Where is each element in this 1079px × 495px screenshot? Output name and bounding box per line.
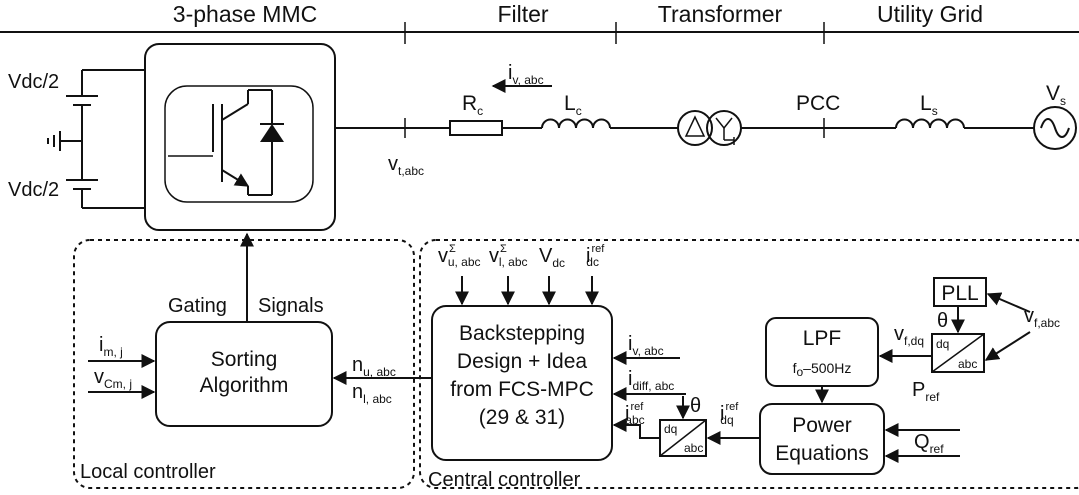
central-controller: Central controller Backstepping Design +… <box>419 239 1079 491</box>
bs-line3: from FCS-MPC <box>450 378 594 401</box>
gating-label: Gating <box>168 295 227 317</box>
nu-label: nu, abc <box>352 354 396 379</box>
transformer-delta-icon <box>677 110 713 146</box>
local-controller: Local controller Gating Signals Sorting … <box>73 232 432 489</box>
iv-label: iv, abc <box>508 62 544 87</box>
bs-line1: Backstepping <box>459 322 585 345</box>
vfabc-label: vf,abc <box>1024 305 1060 330</box>
pll-block <box>933 277 987 307</box>
power-line2: Equations <box>775 442 868 465</box>
ac-source-icon <box>1033 106 1077 150</box>
svg-text:dq: dq <box>936 337 949 351</box>
mmc-block <box>144 43 336 231</box>
lpf-block <box>765 317 879 387</box>
power-line1: Power <box>792 414 852 437</box>
ls-label: Ls <box>920 92 938 118</box>
svg-text:abc: abc <box>958 357 977 371</box>
vcm-label: vCm, j <box>94 366 132 391</box>
lpf-label: LPF <box>803 327 842 350</box>
vdc-top-label: Vdc/2 <box>8 71 59 93</box>
svg-text:abc: abc <box>684 441 703 455</box>
inductor-ls-icon <box>895 118 965 129</box>
svg-text:dq: dq <box>664 422 677 436</box>
signals-label: Signals <box>258 295 324 317</box>
idiff-label: idiff, abc <box>628 368 674 393</box>
vs-label: Vs <box>1046 82 1066 108</box>
iv-input-label: iv, abc <box>628 333 664 358</box>
bs-line2: Design + Idea <box>457 350 587 373</box>
theta-label-2: θ <box>937 310 948 332</box>
lpf-freq-label: fo–500Hz <box>793 360 852 379</box>
resistor-rc-icon <box>449 120 503 136</box>
vdc-bottom-label: Vdc/2 <box>8 179 59 201</box>
vdc-label: Vdc <box>539 245 565 270</box>
central-controller-label: Central controller <box>428 469 581 491</box>
lc-label: Lc <box>564 92 582 118</box>
header-bar: 3-phase MMC Filter Transformer Utility G… <box>0 1 1079 44</box>
nl-label: nl, abc <box>352 381 392 406</box>
header-transformer: Transformer <box>658 1 783 27</box>
header-mmc: 3-phase MMC <box>173 1 317 27</box>
pcc-label: PCC <box>796 92 840 115</box>
pll-label: PLL <box>941 282 978 305</box>
backstepping-block <box>431 305 613 461</box>
sorting-line2: Algorithm <box>200 374 289 397</box>
pref-label: Pref <box>912 379 940 404</box>
power-equations-block <box>759 403 885 475</box>
diode-icon <box>260 124 284 142</box>
header-filter: Filter <box>497 1 548 27</box>
igbt-module-icon <box>164 85 314 203</box>
central-controller-frame <box>419 239 1079 489</box>
sorting-algorithm-block <box>155 321 333 427</box>
dc-source: Vdc/2 Vdc/2 <box>8 69 145 209</box>
im-label: im, j <box>99 334 123 359</box>
vfdq-label: vf,dq <box>894 323 924 348</box>
theta-label-1: θ <box>690 395 701 417</box>
ac-line <box>335 79 1077 150</box>
sorting-line1: Sorting <box>211 348 278 371</box>
bs-line4: (29 & 31) <box>479 406 565 429</box>
inductor-lc-icon <box>541 118 611 129</box>
rc-label: Rc <box>462 92 483 118</box>
local-controller-label: Local controller <box>80 461 216 483</box>
header-grid: Utility Grid <box>877 1 983 27</box>
qref-label: Qref <box>914 431 944 456</box>
vt-label: vt,abc <box>388 153 424 178</box>
